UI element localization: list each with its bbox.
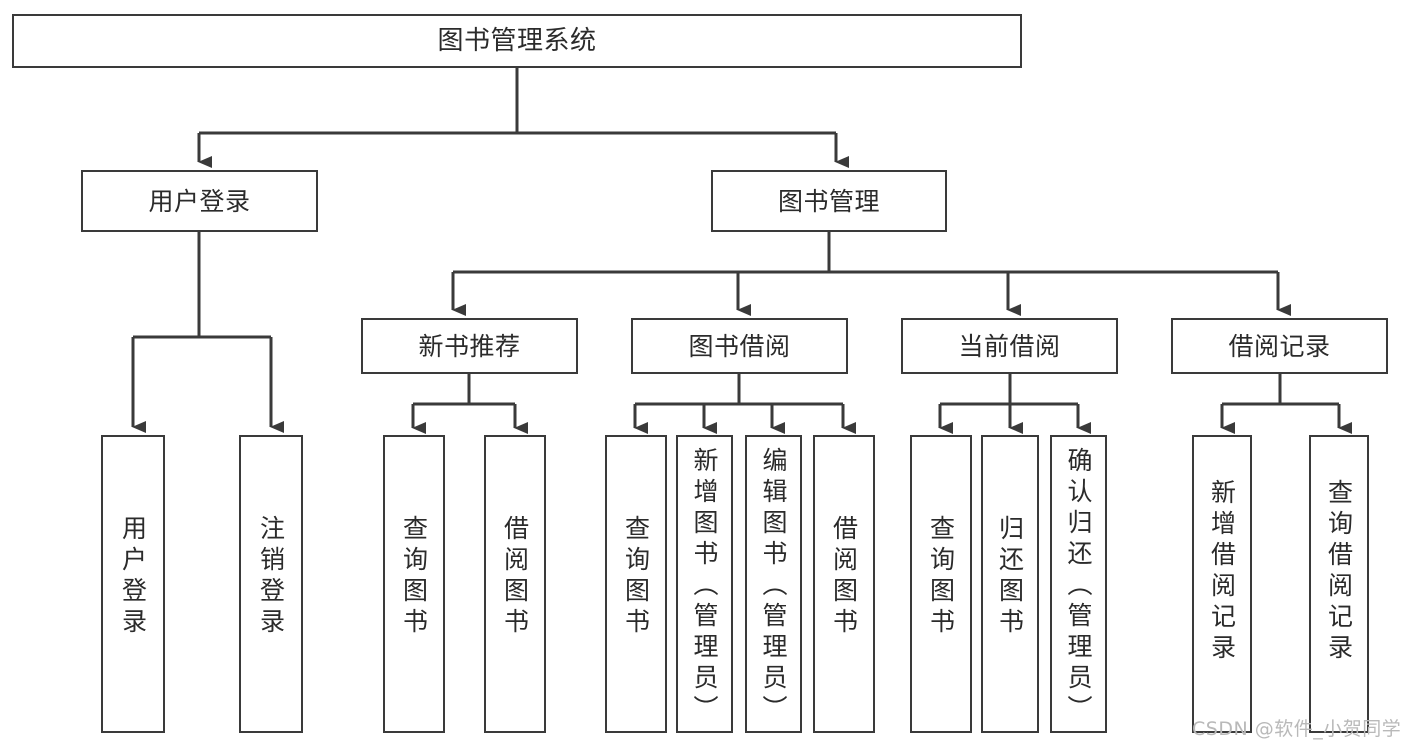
- leaf-query-book-recommend[interactable]: 查询图书: [383, 435, 445, 733]
- node-label: 查询图书: [399, 515, 429, 639]
- leaf-query-book-current[interactable]: 查询图书: [910, 435, 972, 733]
- node-borrow-record[interactable]: 借阅记录: [1171, 318, 1388, 374]
- node-label: 注销登录: [256, 515, 286, 639]
- node-label: 借阅图书: [500, 515, 530, 639]
- node-label: 借阅记录: [1228, 331, 1331, 361]
- node-label: 编辑图书（管理员）: [759, 447, 788, 726]
- node-label: 用户登录: [148, 186, 251, 216]
- node-label: 用户登录: [118, 515, 148, 639]
- node-label: 图书借阅: [688, 331, 791, 361]
- node-book-management[interactable]: 图书管理: [711, 170, 947, 232]
- node-label: 归还图书: [995, 515, 1025, 639]
- node-book-borrow[interactable]: 图书借阅: [631, 318, 848, 374]
- leaf-add-book-admin[interactable]: 新增图书（管理员）: [676, 435, 733, 733]
- node-label: 图书管理系统: [437, 26, 597, 56]
- leaf-edit-book-admin[interactable]: 编辑图书（管理员）: [745, 435, 802, 733]
- node-label: 借阅图书: [829, 515, 859, 639]
- leaf-return-book[interactable]: 归还图书: [981, 435, 1039, 733]
- leaf-borrow-book-borrow[interactable]: 借阅图书: [813, 435, 875, 733]
- leaf-user-login[interactable]: 用户登录: [101, 435, 165, 733]
- node-label: 新增借阅记录: [1207, 479, 1237, 665]
- node-label: 当前借阅: [958, 331, 1061, 361]
- node-label: 确认归还（管理员）: [1064, 447, 1093, 726]
- node-label: 图书管理: [777, 186, 880, 216]
- leaf-query-book-borrow[interactable]: 查询图书: [605, 435, 667, 733]
- leaf-add-borrow-record[interactable]: 新增借阅记录: [1192, 435, 1252, 733]
- node-current-borrow[interactable]: 当前借阅: [901, 318, 1118, 374]
- node-root-book-management-system[interactable]: 图书管理系统: [12, 14, 1022, 68]
- node-label: 新书推荐: [418, 331, 521, 361]
- leaf-confirm-return-admin[interactable]: 确认归还（管理员）: [1050, 435, 1107, 733]
- leaf-borrow-book-recommend[interactable]: 借阅图书: [484, 435, 546, 733]
- node-label: 新增图书（管理员）: [690, 447, 719, 726]
- node-label: 查询借阅记录: [1324, 479, 1354, 665]
- node-label: 查询图书: [621, 515, 651, 639]
- node-label: 查询图书: [926, 515, 956, 639]
- node-new-book-recommend[interactable]: 新书推荐: [361, 318, 578, 374]
- leaf-query-borrow-record[interactable]: 查询借阅记录: [1309, 435, 1369, 733]
- node-user-login[interactable]: 用户登录: [81, 170, 318, 232]
- leaf-logout-login[interactable]: 注销登录: [239, 435, 303, 733]
- csdn-watermark: CSDN @软件_小贺同学: [1192, 718, 1402, 740]
